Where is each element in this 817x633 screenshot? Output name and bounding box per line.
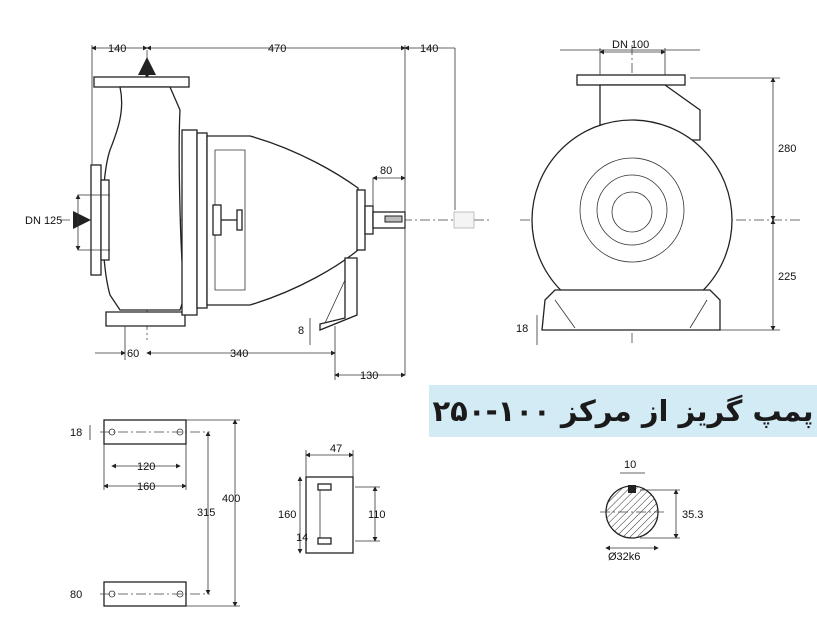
shaft-section: 10 35.3 Ø32k6	[600, 459, 703, 563]
dim-315: 315	[197, 507, 215, 519]
dim-47: 47	[330, 443, 342, 455]
dim-130: 130	[360, 370, 378, 382]
shaft-diameter: Ø32k6	[608, 551, 640, 563]
dim-400: 400	[222, 493, 240, 505]
title-banner: پمپ گریز از مرکز ۱۰۰-۲۵۰	[429, 385, 817, 437]
dim-110: 110	[368, 509, 386, 521]
dim-140-left: 140	[108, 43, 126, 55]
side-view: 140 470 140 DN 125 80 8 60 340 130	[25, 43, 490, 382]
dim-280: 280	[778, 143, 796, 155]
dim-10: 10	[624, 459, 636, 471]
dim-8: 8	[298, 325, 304, 337]
dim-18-front: 18	[516, 323, 528, 335]
dim-18-hole: 18	[70, 427, 82, 439]
dim-160-foot: 160	[278, 509, 296, 521]
dim-225: 225	[778, 271, 796, 283]
dim-60: 60	[127, 348, 139, 360]
dim-120: 120	[137, 461, 155, 473]
outlet-label: DN 100	[612, 39, 649, 51]
bearing-foot: 47 160 110 14	[278, 443, 386, 554]
dim-470: 470	[268, 43, 286, 55]
title-text: پمپ گریز از مرکز ۱۰۰-۲۵۰	[432, 394, 814, 428]
dim-140-right: 140	[420, 43, 438, 55]
front-view: DN 100 280 225 18	[516, 39, 800, 345]
dim-160-plan: 160	[137, 481, 155, 493]
dim-340: 340	[230, 348, 248, 360]
foot-plan: 18 120 160 315 400 80	[70, 419, 240, 607]
dim-14: 14	[296, 532, 308, 544]
dim-80-plan: 80	[70, 589, 82, 601]
dim-80-shaft: 80	[380, 165, 392, 177]
inlet-label: DN 125	[25, 215, 62, 227]
dim-35-3: 35.3	[682, 509, 703, 521]
